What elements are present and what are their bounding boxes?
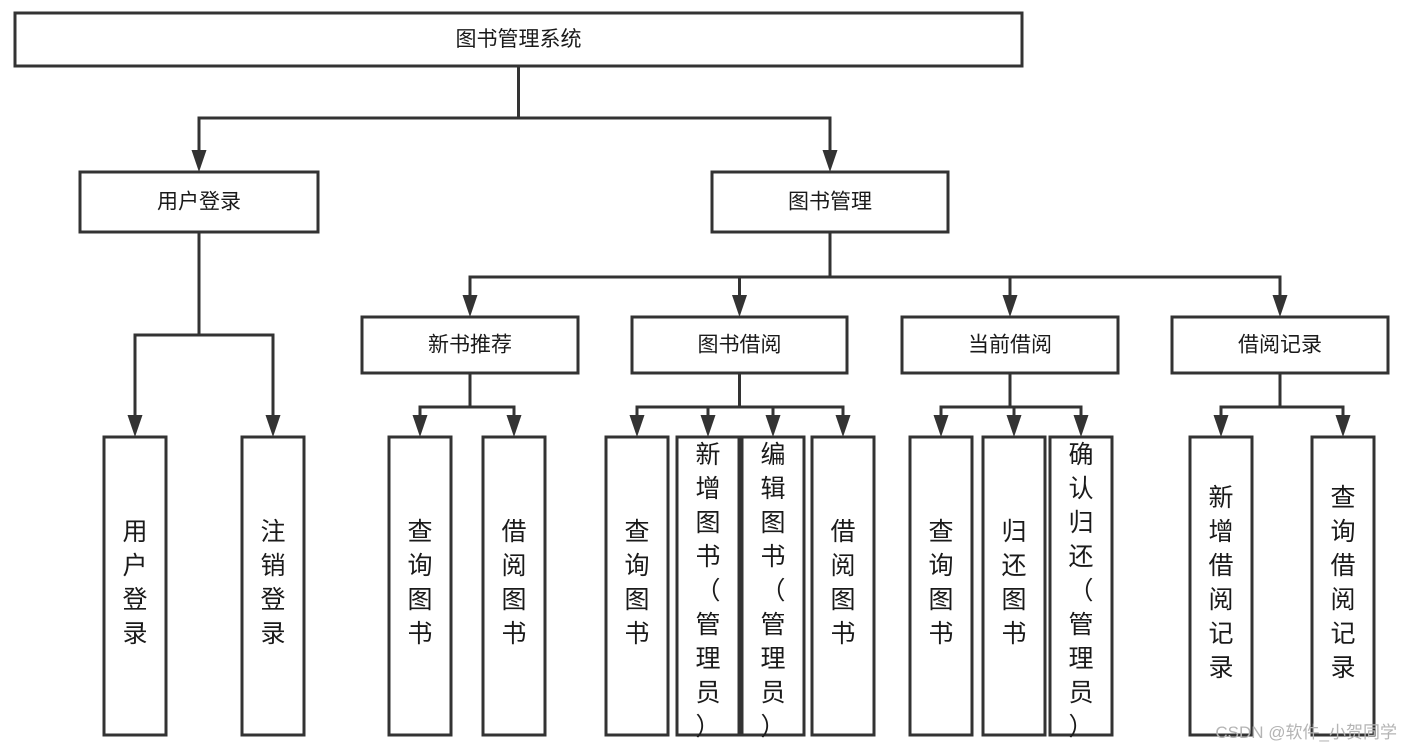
node-label: 图书借阅 [698,334,782,357]
node-box [1048,435,1114,737]
node-leaf-query-book-2[interactable]: 查询图书 [604,435,670,737]
node-label: 新增图书（管理员） [695,441,720,741]
node-box [481,435,547,737]
node-box [78,170,320,234]
node-box [908,435,974,737]
node-label: 借阅图书 [501,518,526,648]
arrow-head-icon [933,415,949,437]
node-label: 查询借阅记录 [1330,484,1355,682]
arrow-head-icon [835,415,851,437]
node-book-borrow[interactable]: 图书借阅 [630,315,849,375]
node-leaf-query-book-1[interactable]: 查询图书 [387,435,453,737]
node-box [1188,435,1254,737]
node-user-login[interactable]: 用户登录 [78,170,320,234]
node-label: 注销登录 [260,518,285,648]
node-box [630,315,849,375]
node-layer: 图书管理系统用户登录图书管理新书推荐图书借阅当前借阅借阅记录用户登录注销登录查询… [13,11,1390,741]
node-label: 归还图书 [1001,518,1026,648]
node-box [360,315,580,375]
node-box [240,435,306,737]
node-label: 查询图书 [928,518,953,648]
node-label: 查询图书 [624,518,649,648]
arrow-head-icon [1073,415,1089,437]
node-box [710,170,950,234]
node-box [1310,435,1376,737]
node-new-book-rec[interactable]: 新书推荐 [360,315,580,375]
node-label: 用户登录 [157,191,241,214]
arrow-head-icon [700,415,716,437]
node-label: 确认归还（管理员） [1068,441,1093,741]
node-leaf-borrow-book-2[interactable]: 借阅图书 [810,435,876,737]
node-label: 编辑图书（管理员） [760,441,785,741]
node-label: 新书推荐 [428,334,512,357]
node-label: 借阅记录 [1238,334,1322,357]
arrow-head-icon [1006,415,1022,437]
arrow-head-icon [462,295,478,317]
node-box [13,11,1024,68]
arrow-head-icon [127,415,143,437]
node-book-manage[interactable]: 图书管理 [710,170,950,234]
node-label: 当前借阅 [968,334,1052,357]
node-box [981,435,1047,737]
arrow-head-icon [412,415,428,437]
node-box [810,435,876,737]
node-box [740,435,806,737]
node-leaf-user-login[interactable]: 用户登录 [102,435,168,737]
node-leaf-query-record[interactable]: 查询借阅记录 [1310,435,1376,737]
arrow-head-icon [1272,295,1288,317]
node-leaf-borrow-book-1[interactable]: 借阅图书 [481,435,547,737]
connector-layer [127,64,1351,437]
arrow-head-icon [629,415,645,437]
node-leaf-add-record[interactable]: 新增借阅记录 [1188,435,1254,737]
node-label: 图书管理 [788,191,872,214]
node-box [1170,315,1390,375]
node-label: 图书管理系统 [456,28,582,51]
node-leaf-user-logout[interactable]: 注销登录 [240,435,306,737]
arrow-head-icon [265,415,281,437]
node-label: 借阅图书 [830,518,855,648]
node-borrow-record[interactable]: 借阅记录 [1170,315,1390,375]
node-current-borrow[interactable]: 当前借阅 [900,315,1120,375]
node-box [102,435,168,737]
arrow-head-icon [822,150,838,172]
node-leaf-edit-book[interactable]: 编辑图书（管理员） [740,435,806,741]
arrow-head-icon [1213,415,1229,437]
node-box [675,435,741,737]
node-leaf-confirm-return[interactable]: 确认归还（管理员） [1048,435,1114,741]
node-leaf-add-book[interactable]: 新增图书（管理员） [675,435,741,741]
node-root-root[interactable]: 图书管理系统 [13,11,1024,68]
node-leaf-query-book-3[interactable]: 查询图书 [908,435,974,737]
arrow-head-icon [506,415,522,437]
arrow-head-icon [732,295,747,317]
node-label: 查询图书 [407,518,432,648]
node-box [387,435,453,737]
node-label: 新增借阅记录 [1208,484,1233,682]
arrow-head-icon [1002,295,1018,317]
arrow-head-icon [765,415,781,437]
node-leaf-return-book[interactable]: 归还图书 [981,435,1047,737]
arrow-head-icon [191,150,207,172]
node-box [604,435,670,737]
arrow-head-icon [1335,415,1351,437]
node-label: 用户登录 [122,518,147,648]
node-box [900,315,1120,375]
